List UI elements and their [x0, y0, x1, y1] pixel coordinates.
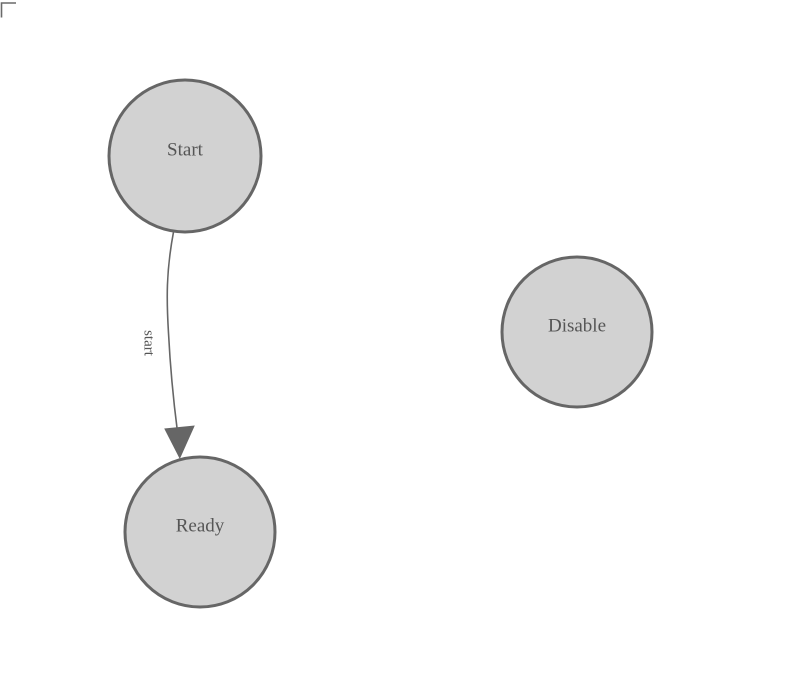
node-disable-label: Disable	[548, 315, 606, 336]
edge-start-to-ready[interactable]: start	[141, 231, 195, 459]
node-start[interactable]: Start	[107, 78, 263, 234]
node-ready-label: Ready	[176, 515, 225, 536]
node-disable[interactable]: Disable	[500, 255, 654, 409]
edge-start-to-ready-path[interactable]	[166, 231, 179, 433]
edge-label-start: start	[141, 330, 157, 357]
selection-corner-mark-icon	[0, 2, 16, 18]
edge-start-to-ready-arrowhead-icon	[164, 425, 195, 459]
node-start-circle[interactable]	[107, 78, 263, 234]
node-disable-circle[interactable]	[500, 255, 654, 409]
node-start-label: Start	[167, 139, 204, 160]
node-ready[interactable]: Ready	[123, 455, 277, 609]
node-ready-circle[interactable]	[123, 455, 277, 609]
